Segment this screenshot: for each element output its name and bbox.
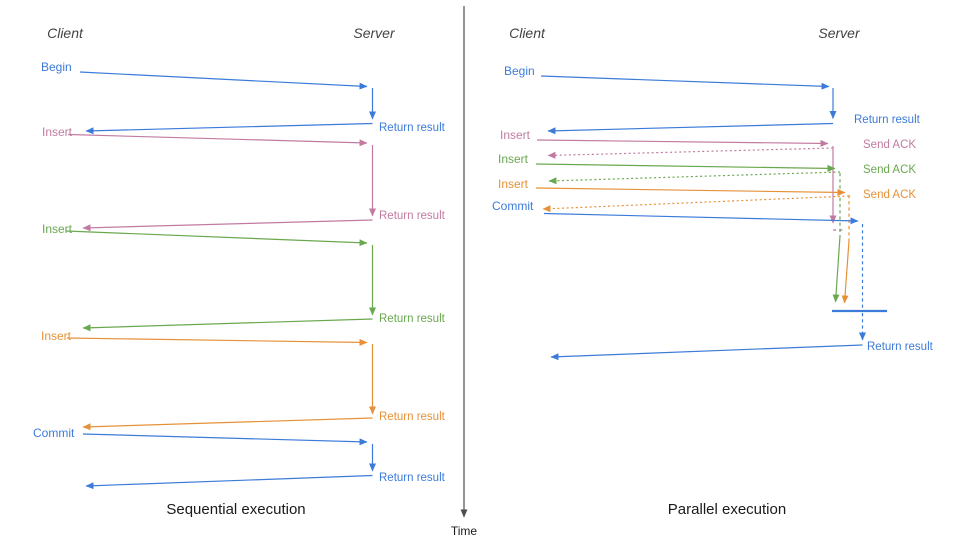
- seq-insert2-result-label: Return result: [379, 313, 446, 325]
- seq-insert3-response-arrow: [82, 417, 373, 431]
- par-insert1-label: Insert: [500, 128, 531, 142]
- sequential-title: Sequential execution: [166, 501, 305, 518]
- seq-begin-response-arrow: [85, 122, 373, 135]
- seq-commit-label: Commit: [33, 426, 75, 440]
- seq-insert1-request-arrow: [67, 133, 368, 147]
- seq-insert1-response-arrow: [82, 219, 373, 232]
- par-insert2-ack-arrow: [548, 171, 841, 185]
- sequential-client-header: Client: [47, 25, 84, 41]
- seq-insert3-result-label: Return result: [379, 411, 446, 423]
- seq-insert3-request-arrow: [66, 337, 368, 346]
- seq-commit-request-arrow: [82, 433, 368, 446]
- parallel-server-header: Server: [818, 25, 861, 41]
- seq-call-commit: Commit Return result: [33, 426, 446, 490]
- seq-call-begin: Begin Return result: [41, 60, 446, 135]
- par-insert3-label: Insert: [498, 177, 529, 191]
- seq-insert2-request-arrow: [65, 230, 368, 247]
- par-call-insert-1: Insert Send ACK: [500, 128, 916, 231]
- par-insert3-request-arrow: [535, 187, 846, 196]
- seq-commit-result-label: Return result: [379, 472, 446, 484]
- par-begin-label: Begin: [504, 64, 535, 78]
- par-begin-request-arrow: [540, 75, 830, 90]
- par-insert1-request-arrow: [536, 139, 829, 147]
- time-axis-label: Time: [451, 524, 478, 538]
- par-insert3-processing-line: [841, 240, 850, 304]
- seq-insert1-result-label: Return result: [379, 210, 446, 222]
- time-axis: Time: [451, 6, 478, 538]
- parallel-title: Parallel execution: [668, 501, 786, 518]
- par-insert3-ack-arrow: [542, 195, 850, 213]
- seq-call-insert-2: Insert Return result: [42, 222, 446, 332]
- sequential-server-header: Server: [353, 25, 396, 41]
- seq-call-insert-3: Insert Return result: [41, 329, 446, 431]
- par-commit-response-arrow: [550, 344, 863, 361]
- parallel-client-header: Client: [509, 25, 546, 41]
- par-insert1-result-label: Send ACK: [863, 139, 916, 151]
- seq-call-insert-1: Insert Return result: [42, 125, 446, 232]
- seq-insert1-label: Insert: [42, 125, 73, 139]
- par-insert2-label: Insert: [498, 152, 529, 166]
- par-commit-result-label: Return result: [867, 341, 934, 353]
- par-begin-result-label: Return result: [854, 114, 921, 126]
- parallel-panel: Client Server Begin Return result Insert…: [492, 25, 934, 518]
- par-call-insert-2: Insert Send ACK: [498, 152, 916, 303]
- seq-commit-response-arrow: [85, 474, 373, 490]
- par-insert2-processing-line: [832, 235, 841, 303]
- seq-begin-label: Begin: [41, 60, 72, 74]
- seq-insert3-label: Insert: [41, 329, 72, 343]
- par-insert3-result-label: Send ACK: [863, 189, 916, 201]
- par-call-insert-3: Insert Send ACK: [498, 177, 916, 304]
- par-insert2-request-arrow: [535, 163, 836, 172]
- seq-insert2-response-arrow: [82, 318, 373, 332]
- par-commit-label: Commit: [492, 199, 534, 213]
- par-call-begin: Begin Return result: [504, 64, 921, 135]
- seq-begin-result-label: Return result: [379, 122, 446, 134]
- par-commit-request-arrow: [543, 212, 859, 225]
- par-insert2-result-label: Send ACK: [863, 164, 916, 176]
- par-begin-response-arrow: [547, 122, 834, 135]
- seq-begin-request-arrow: [79, 71, 368, 90]
- par-insert1-ack-arrow: [547, 147, 834, 159]
- seq-insert2-label: Insert: [42, 222, 73, 236]
- sequential-panel: Client Server Begin Return result Insert…: [33, 25, 446, 518]
- par-call-commit: Commit Return result: [492, 199, 934, 361]
